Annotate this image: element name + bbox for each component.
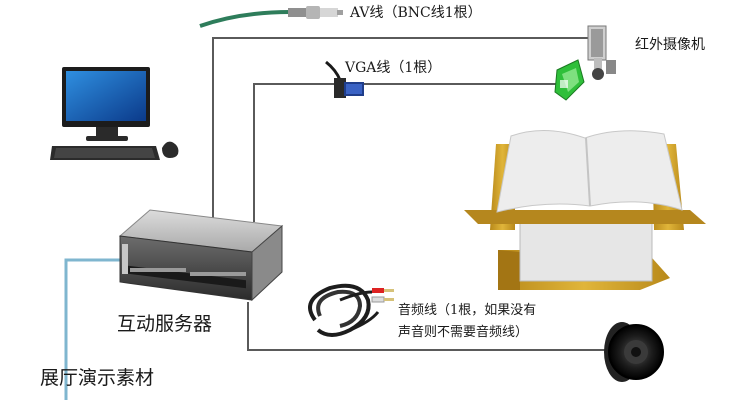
keyboard-icon [50, 146, 160, 160]
book-stand-icon [464, 129, 706, 290]
audio-cable-label-line2: 声音则不需要音频线） [398, 325, 529, 340]
vga-cable-label: VGA线（1根） [345, 60, 442, 76]
vga-connector-icon [325, 60, 364, 98]
computer-monitor-icon [62, 67, 150, 141]
av-cable-label: AV线（BNC线1根） [350, 5, 482, 21]
mouse-icon [162, 141, 179, 158]
vga-cable-line [253, 83, 560, 222]
ir-camera-icon [554, 25, 616, 101]
speaker-icon [604, 322, 664, 382]
hall-material-cable [64, 258, 121, 400]
bnc-cable-icon [199, 6, 343, 28]
hall-material-label: 展厅演示素材 [40, 367, 155, 389]
audio-cable-line [247, 302, 605, 351]
ir-camera-label: 红外摄像机 [635, 37, 705, 53]
server-icon [118, 209, 284, 302]
audio-cable-label-line1: 音频线（1根，如果没有 [398, 303, 537, 318]
audio-cable-icon [308, 283, 394, 337]
server-label: 互动服务器 [117, 313, 213, 335]
